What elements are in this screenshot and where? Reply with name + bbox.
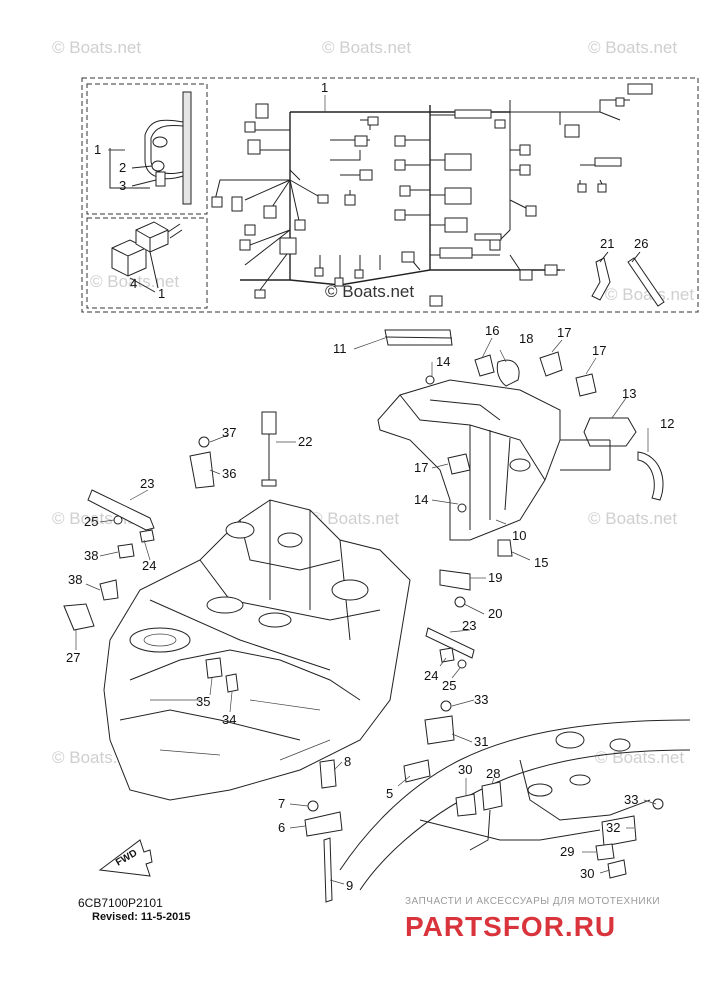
- callout-33: 33: [624, 792, 638, 807]
- callout-35: 35: [196, 694, 210, 709]
- callout-20: 20: [488, 606, 502, 621]
- watermark-boats-main: © Boats.net: [325, 282, 414, 301]
- callout-19: 19: [488, 570, 502, 585]
- callout-30: 30: [580, 866, 594, 881]
- brand-tagline: ЗАПЧАСТИ И АКСЕССУАРЫ ДЛЯ МОТОТЕХНИКИ: [405, 896, 660, 907]
- callout-31: 31: [474, 734, 488, 749]
- watermark: © Boats.net: [90, 272, 179, 291]
- diagram-part-number: 6CB7100P2101: [78, 896, 163, 910]
- diagram-revised-date: Revised: 11-5-2015: [92, 911, 190, 923]
- callout-numbers: 1 1 1 2 3 4 21 26 11 16 18 17 17 14 13 1…: [66, 80, 674, 893]
- callout-12: 12: [660, 416, 674, 431]
- inset-connector-drawing: [109, 91, 192, 205]
- callout-36: 36: [222, 466, 236, 481]
- watermark: © Boats.net: [52, 38, 141, 57]
- callout-17: 17: [557, 325, 571, 340]
- callout-25: 25: [442, 678, 456, 693]
- callout-34: 34: [222, 712, 236, 727]
- callout-37: 37: [222, 425, 236, 440]
- engine-block-drawing: [103, 499, 411, 801]
- callout-23: 23: [140, 476, 154, 491]
- inset-relay-frame: [86, 217, 208, 309]
- callout-18: 18: [519, 331, 533, 346]
- callout-23: 23: [462, 618, 476, 633]
- callout-2: 2: [119, 160, 126, 175]
- watermark: © Boats.net: [588, 38, 677, 57]
- callout-1: 1: [94, 142, 101, 157]
- callout-13: 13: [622, 386, 636, 401]
- callout-3: 3: [119, 178, 126, 193]
- inset-connector-frame: [86, 83, 208, 215]
- watermark: © Boats.net: [595, 748, 684, 767]
- callout-leaders: [75, 95, 657, 885]
- callout-33: 33: [474, 692, 488, 707]
- brand-name: PARTSFOR.RU: [405, 911, 616, 942]
- callout-16: 16: [485, 323, 499, 338]
- callout-6: 6: [278, 820, 285, 835]
- callout-7: 7: [278, 796, 285, 811]
- callout-27: 27: [66, 650, 80, 665]
- callout-38: 38: [84, 548, 98, 563]
- callout-28: 28: [486, 766, 500, 781]
- watermark: © Boats.net: [588, 509, 677, 528]
- callout-30: 30: [458, 762, 472, 777]
- callout-15: 15: [534, 555, 548, 570]
- callout-17: 17: [592, 343, 606, 358]
- cable-ties-drawing: [591, 251, 665, 307]
- callout-11: 11: [333, 341, 347, 356]
- callout-29: 29: [560, 844, 574, 859]
- callout-25: 25: [84, 514, 98, 529]
- callout-24: 24: [424, 668, 438, 683]
- callout-1: 1: [321, 80, 328, 95]
- callout-38: 38: [68, 572, 82, 587]
- harness-group-frame: [81, 77, 699, 313]
- fwd-arrow-icon: [98, 839, 153, 877]
- wiring-harness-drawing: [211, 83, 653, 307]
- engine-side-parts: [63, 411, 475, 693]
- callout-4: 4: [130, 276, 137, 291]
- lower-cowling-drawing: [304, 700, 691, 903]
- callout-9: 9: [346, 878, 353, 893]
- callout-32: 32: [606, 820, 620, 835]
- callout-24: 24: [142, 558, 156, 573]
- callout-17: 17: [414, 460, 428, 475]
- callout-22: 22: [298, 434, 312, 449]
- callout-1: 1: [158, 286, 165, 301]
- callout-10: 10: [512, 528, 526, 543]
- callout-14: 14: [414, 492, 428, 507]
- callout-5: 5: [386, 786, 393, 801]
- watermark: © Boats.net: [322, 38, 411, 57]
- bracket-assembly-drawing: [377, 329, 664, 608]
- callout-8: 8: [344, 754, 351, 769]
- callout-26: 26: [634, 236, 648, 251]
- callout-14: 14: [436, 354, 450, 369]
- watermark: © Boats.net: [310, 509, 399, 528]
- callout-21: 21: [600, 236, 614, 251]
- inset-relay-drawing: [111, 221, 183, 293]
